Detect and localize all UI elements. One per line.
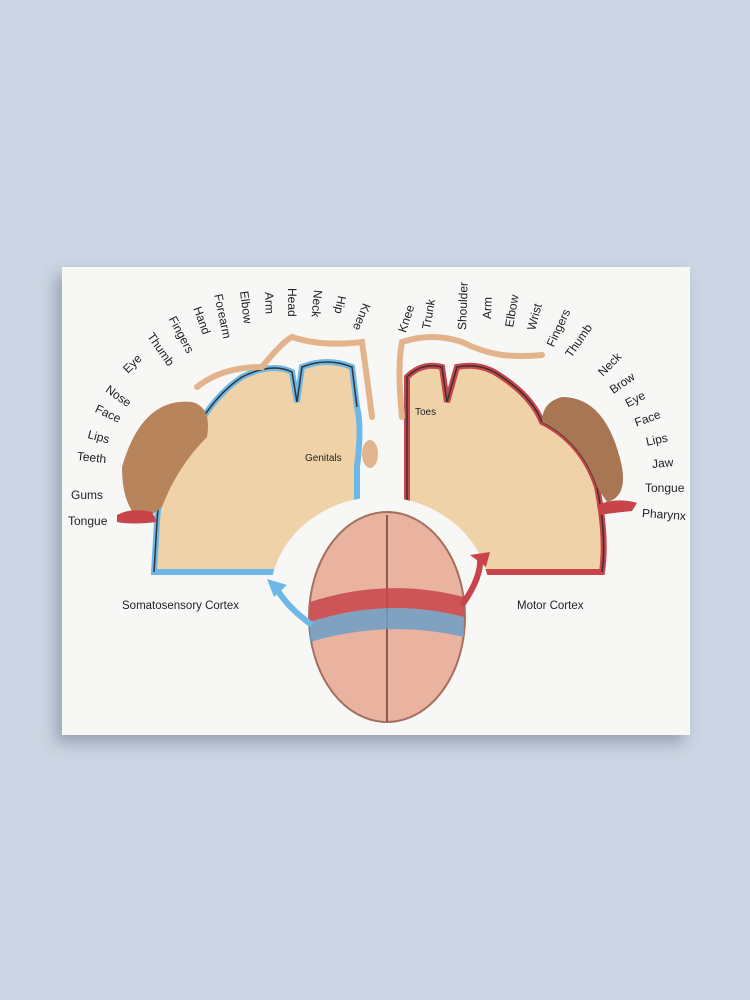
- toes-label: Toes: [415, 407, 437, 418]
- sensory-band: [310, 608, 464, 642]
- sensory-label: Gums: [71, 488, 104, 502]
- motor-face: [542, 397, 623, 502]
- motor-tongue: [597, 500, 637, 515]
- sensory-label: Neck: [308, 289, 325, 318]
- sensory-tongue: [117, 510, 157, 524]
- homunculus-illustration: [117, 333, 637, 723]
- canvas-print: Tongue Gums Teeth Lips Face Nose Eye Thu…: [62, 267, 690, 735]
- motor-label: Arm: [480, 296, 495, 320]
- sensory-limbs: [194, 333, 375, 420]
- motor-label: Pharynx: [641, 506, 687, 524]
- sensory-face: [122, 401, 208, 522]
- sensory-label: Arm: [262, 291, 277, 315]
- sensory-label: Teeth: [76, 449, 107, 467]
- motor-limbs: [396, 334, 545, 420]
- genitals-label: Genitals: [305, 453, 342, 464]
- somatosensory-cortex-caption: Somatosensory Cortex: [122, 600, 239, 612]
- sensory-label: Tongue: [68, 514, 108, 528]
- motor-label: Jaw: [651, 455, 674, 471]
- motor-label: Tongue: [645, 481, 685, 495]
- motor-cortex-caption: Motor Cortex: [517, 600, 584, 612]
- genitals-figure: [362, 440, 378, 468]
- motor-band: [310, 588, 464, 622]
- sensory-label: Head: [285, 288, 299, 317]
- motor-label: Shoulder: [455, 281, 471, 331]
